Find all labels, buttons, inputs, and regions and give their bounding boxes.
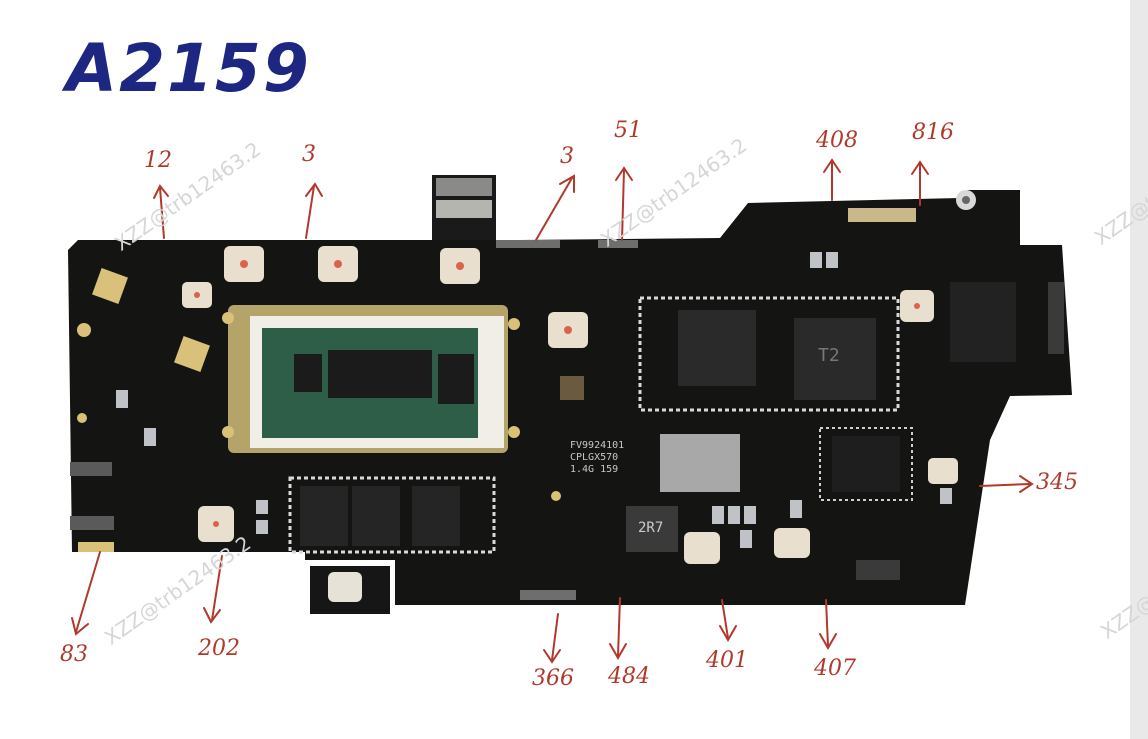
right-edge-strip <box>1130 0 1148 739</box>
board-marking-line3: 1.4G 159 <box>570 464 619 475</box>
label-345: 345 <box>1036 470 1078 495</box>
label-83: 83 <box>60 642 88 667</box>
label-51: 51 <box>614 118 642 143</box>
board-marking-line1: FV9924101 <box>570 440 625 451</box>
label-408: 408 <box>816 128 858 153</box>
label-12: 12 <box>144 148 172 173</box>
inductor-marking: 2R7 <box>638 520 664 536</box>
t2-chip <box>794 318 876 400</box>
board-marking-line2: CPLGX570 <box>570 452 619 463</box>
ram-shield <box>288 476 496 554</box>
label-3-left: 3 <box>302 142 316 167</box>
board-marking: FV9924101 CPLGX570 1.4G 159 <box>570 440 624 476</box>
t2-chip-marking: T2 <box>818 345 840 366</box>
t2-shield <box>638 296 900 412</box>
model-title: A2159 <box>66 30 311 107</box>
label-816: 816 <box>912 120 954 145</box>
cpu-die-left <box>294 354 322 392</box>
inductor-2r7 <box>626 506 678 552</box>
label-407: 407 <box>814 656 856 681</box>
label-3-right: 3 <box>560 144 574 169</box>
cpu-die-main <box>328 350 432 398</box>
metal-lid <box>660 434 740 492</box>
label-366: 366 <box>532 666 574 691</box>
label-401: 401 <box>706 648 748 673</box>
cpu-die-right <box>438 354 474 404</box>
label-484: 484 <box>608 664 650 689</box>
label-202: 202 <box>198 636 240 661</box>
